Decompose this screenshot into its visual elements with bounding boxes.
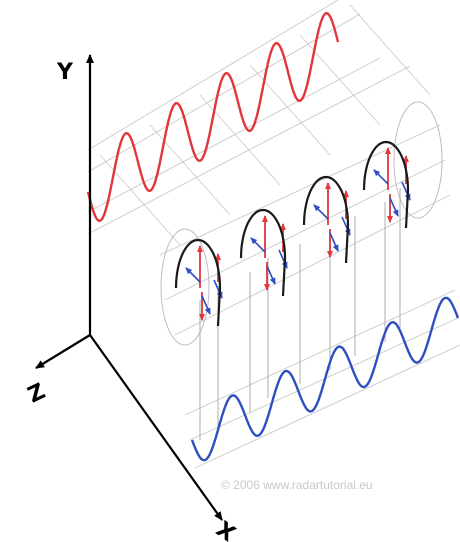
grid-rail bbox=[174, 194, 451, 336]
coordinate-axes bbox=[35, 54, 223, 521]
blue-field-arrow bbox=[185, 267, 201, 283]
grid-crossline bbox=[349, 4, 431, 96]
grid-rail bbox=[184, 289, 456, 416]
blue-field-arrow bbox=[389, 197, 399, 217]
blue-field-arrow bbox=[373, 169, 389, 185]
x-axis-label: X bbox=[211, 517, 239, 542]
grid-rail bbox=[164, 159, 446, 301]
projection-guides bbox=[199, 188, 401, 440]
blue-field-arrow bbox=[313, 204, 329, 220]
grid-rail bbox=[87, 13, 361, 173]
blue-field-arrow bbox=[201, 295, 211, 315]
blue-field-arrow bbox=[266, 265, 276, 285]
cylinder-end-far bbox=[393, 101, 443, 219]
blue-field-arrow bbox=[250, 237, 266, 253]
grid-crossline bbox=[299, 34, 381, 126]
grid-rail bbox=[159, 124, 441, 256]
grid-rail bbox=[87, 0, 339, 151]
grid-rail bbox=[194, 344, 460, 469]
vertical-polarization-wave bbox=[86, 12, 340, 222]
grid-rail bbox=[87, 57, 381, 213]
x-axis-line bbox=[89, 334, 223, 521]
horizontal-polarization-wave bbox=[190, 296, 460, 462]
copyright-credit: © 2006 www.radartutorial.eu bbox=[221, 478, 373, 492]
blue-field-arrow bbox=[329, 232, 339, 252]
z-axis-label: Z bbox=[24, 379, 49, 408]
circular-polarization-helix bbox=[174, 140, 410, 327]
cylinder-end-near bbox=[160, 228, 210, 346]
y-axis-label: Y bbox=[56, 60, 74, 85]
z-axis-line bbox=[35, 334, 91, 369]
